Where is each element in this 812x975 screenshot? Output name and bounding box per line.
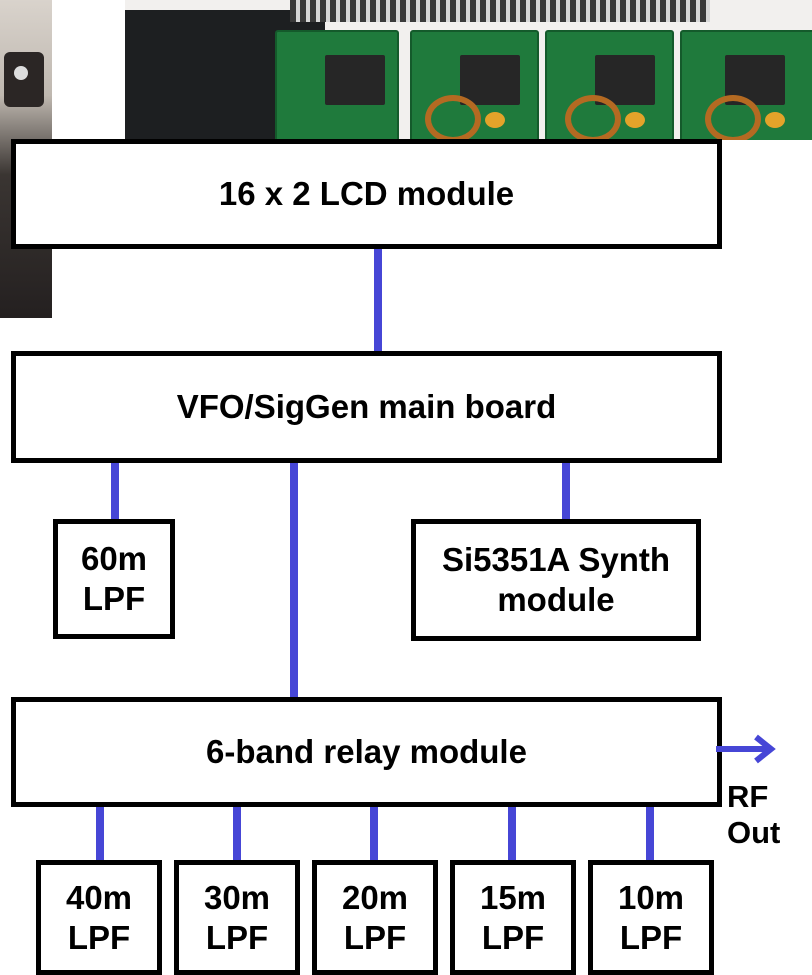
lpf-15m-block: 15m LPF [450,860,576,975]
wire-relay-20m [370,802,378,864]
wire-main-synth [562,458,570,524]
lpf-40m-block: 40m LPF [36,860,162,975]
lpf-60m-block: 60m LPF [53,519,175,639]
wire-main-60m [111,458,119,524]
wire-relay-40m [96,802,104,864]
main-board-block: VFO/SigGen main board [11,351,722,463]
photo-capacitor [765,112,785,128]
photo-relay [460,55,520,105]
photo-capacitor [485,112,505,128]
synth-module-block: Si5351A Synth module [411,519,701,641]
relay-module-block: 6-band relay module [11,697,722,807]
wire-relay-30m [233,802,241,864]
lpf-30m-block: 30m LPF [174,860,300,975]
wire-relay-10m [646,802,654,864]
photo-capacitor [625,112,645,128]
photo-relay [325,55,385,105]
photo-toroid [425,95,481,140]
wire-lcd-main [374,244,382,356]
rf-out-label: RF Out [727,779,781,850]
lpf-20m-block: 20m LPF [312,860,438,975]
lpf-10m-block: 10m LPF [588,860,714,975]
wire-relay-15m [508,802,516,864]
photo-toroid [705,95,761,140]
photo-pcb-strip [125,0,812,140]
rf-out-arrow [716,734,776,764]
photo-knob [4,52,44,107]
photo-pin-header [290,0,710,22]
lcd-module-block: 16 x 2 LCD module [11,139,722,249]
wire-main-relay [290,458,298,700]
photo-toroid [565,95,621,140]
